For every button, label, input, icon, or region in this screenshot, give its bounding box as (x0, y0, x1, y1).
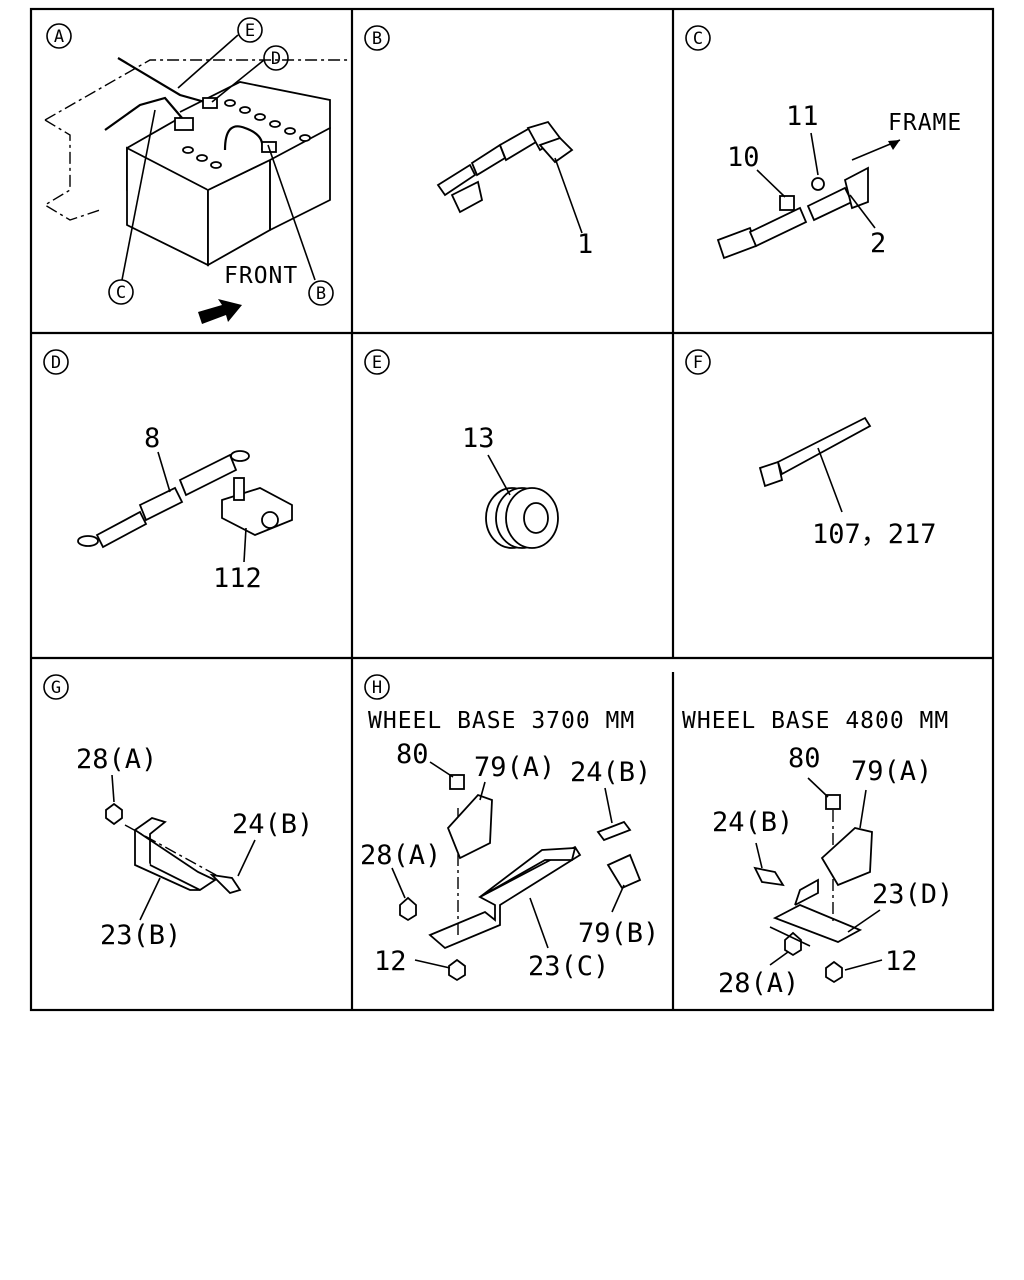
leader-24b-h (604, 787, 613, 824)
part-number-28a-h2: 28(A) (718, 968, 799, 999)
panel-grid (29, 7, 995, 1012)
part-number-107-217: 107，217 (812, 519, 937, 550)
part-number-24b-g: 24(B) (232, 809, 313, 840)
svg-text:E: E (372, 353, 382, 373)
leader-8 (157, 451, 171, 493)
leader-10 (756, 169, 786, 198)
leader-80-h2 (807, 777, 829, 798)
leader-107-217 (817, 447, 843, 513)
part-number-28a: 28(A) (76, 744, 157, 775)
panel-h-4800: WHEEL BASE 4800 MM 80 79(A) 24(B) 23(D) … (682, 708, 953, 999)
leader-13 (487, 454, 511, 496)
grommet-13-illustration (485, 487, 559, 549)
front-label: FRONT (224, 263, 298, 289)
part-number-13: 13 (462, 423, 495, 454)
panel-d-id-circle: D (43, 349, 69, 375)
part-number-23b: 23(B) (100, 920, 181, 951)
panel-e-id-circle: E (364, 349, 390, 375)
bracket-23c-illustration (399, 774, 642, 982)
svg-text:D: D (271, 49, 281, 69)
leader-79a-h2 (859, 789, 867, 829)
panel-b-id-circle: B (364, 25, 390, 51)
frame-label: FRAME (888, 110, 962, 136)
front-arrow-icon (198, 299, 242, 324)
panel-h-3700: H WHEEL BASE 3700 MM 80 79(A) 24(B) 28(A… (360, 674, 659, 982)
svg-text:C: C (693, 29, 703, 49)
panel-g: G 28(A) 24(B) 23(B) (43, 674, 313, 951)
part-number-2: 2 (870, 228, 886, 259)
part-number-23d: 23(D) (872, 879, 953, 910)
leader-12-h2 (844, 959, 883, 971)
leader-80-h (429, 761, 454, 778)
panel-b: B 1 (364, 25, 593, 260)
part-number-80-h: 80 (396, 739, 429, 770)
part-number-12-h2: 12 (885, 946, 918, 977)
panel-c: C FRAME 10 11 2 (685, 25, 962, 260)
leader-12-h (414, 959, 451, 969)
heading-wheel-base-3700: WHEEL BASE 3700 MM (368, 708, 635, 734)
leader-23c (529, 897, 549, 949)
panel-e: E 13 (364, 349, 559, 549)
callout-b: B (267, 144, 334, 306)
svg-text:C: C (116, 283, 126, 303)
svg-text:B: B (316, 284, 326, 304)
part-number-24b-h2: 24(B) (712, 807, 793, 838)
svg-text:A: A (54, 27, 64, 47)
part-number-28a-h: 28(A) (360, 840, 441, 871)
leader-2 (849, 194, 876, 229)
battery-caps (182, 99, 311, 169)
svg-text:H: H (372, 678, 382, 698)
part-number-1: 1 (577, 229, 593, 260)
ground-cable-illustration (716, 166, 869, 260)
cable-8-illustration (77, 450, 250, 549)
leader-23d (847, 909, 881, 933)
panel-d: D 8 112 (43, 349, 293, 594)
panel-f: F 107，217 (685, 349, 937, 550)
part-number-79a-h2: 79(A) (851, 756, 932, 787)
leader-28a-h2 (769, 951, 789, 966)
part-number-12-h: 12 (374, 946, 407, 977)
svg-text:G: G (51, 678, 61, 698)
battery-illustration (43, 57, 350, 267)
leader-112 (243, 527, 247, 563)
callout-c: C (108, 109, 156, 305)
leader-24b-g (237, 839, 256, 877)
leader-79b (611, 884, 625, 913)
part-number-80-h2: 80 (788, 743, 821, 774)
leader-79a-h (479, 781, 486, 801)
part-number-79a-h: 79(A) (474, 752, 555, 783)
leader-24b-h2 (755, 842, 763, 869)
battery-cable-illustration (436, 120, 574, 214)
part-number-23c: 23(C) (528, 951, 609, 982)
cable-tie-illustration (758, 416, 872, 488)
bracket-23d-illustration (753, 794, 873, 984)
panel-a-id-circle: A (46, 23, 72, 49)
part-number-10: 10 (727, 142, 760, 173)
bracket-23b-illustration (105, 802, 242, 895)
leader-28a (111, 774, 115, 803)
part-number-8: 8 (144, 423, 160, 454)
leader-23b (139, 877, 161, 921)
svg-text:F: F (693, 353, 703, 373)
part-number-11: 11 (786, 101, 819, 132)
leader-1 (554, 157, 583, 234)
part-number-24b-h: 24(B) (570, 757, 651, 788)
panel-f-id-circle: F (685, 349, 711, 375)
leader-28a-h (391, 867, 406, 899)
callout-d: D (211, 45, 289, 103)
part-number-112: 112 (213, 563, 262, 594)
panel-c-id-circle: C (685, 25, 711, 51)
svg-text:E: E (245, 21, 255, 41)
svg-text:B: B (372, 29, 382, 49)
heading-wheel-base-4800: WHEEL BASE 4800 MM (682, 708, 949, 734)
svg-text:D: D (51, 353, 61, 373)
leader-11 (810, 132, 819, 176)
panel-h-id-circle: H (364, 674, 390, 700)
callout-e: E (177, 17, 263, 89)
panel-g-id-circle: G (43, 674, 69, 700)
terminal-112-illustration (221, 477, 293, 536)
part-number-79b: 79(B) (578, 918, 659, 949)
panel-a: A (43, 17, 350, 324)
